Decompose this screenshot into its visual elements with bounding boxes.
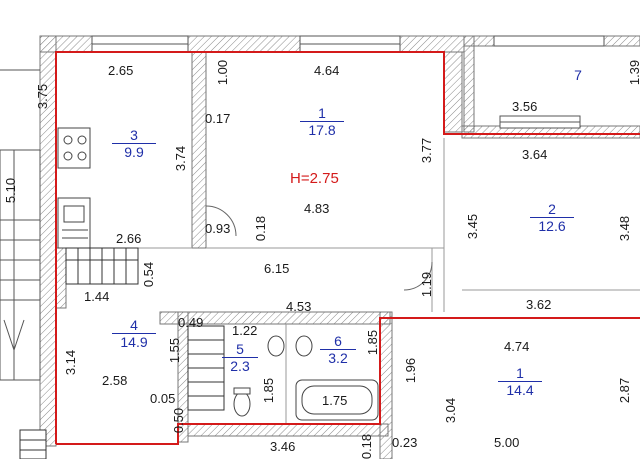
dim-label: 1.00 [215, 59, 231, 86]
room-number: 3 [130, 127, 138, 143]
kitchen-equipment [57, 127, 91, 249]
dim-label: 1.19 [419, 271, 435, 298]
room-label: 5 2.3 [222, 342, 258, 373]
dim-label: 3.04 [443, 397, 459, 424]
dim-label: 1.44 [84, 289, 110, 304]
dim-label: 2.66 [116, 231, 142, 246]
dim-label: 1.96 [403, 357, 419, 384]
dim-label: 4.53 [286, 299, 312, 314]
room-number: 2 [548, 201, 556, 217]
room-area: 14.9 [112, 332, 156, 350]
wall-balcony-left [463, 35, 475, 133]
dim-label: 1.85 [365, 329, 381, 356]
room-label: 7 [566, 68, 590, 83]
dim-label: 3.56 [512, 99, 538, 114]
room-number: 1 [516, 365, 524, 381]
dim-label: 1.39 [627, 59, 640, 86]
window-balcony-outer [493, 35, 605, 47]
dim-label: 3.48 [617, 215, 633, 242]
dim-label: 2.87 [617, 377, 633, 404]
dim-label: 3.64 [522, 147, 548, 162]
dim-label: 3.46 [270, 439, 296, 454]
room-label: 1 14.4 [498, 366, 542, 397]
ceiling-height-label: H=2.75 [290, 170, 339, 187]
dim-label: 0.23 [392, 435, 418, 450]
doors [205, 205, 433, 291]
dim-label: 0.05 [150, 391, 176, 406]
wall-bottom [187, 423, 389, 437]
bath-sink-1 [267, 335, 285, 357]
room-number: 1 [318, 105, 326, 121]
room-number: 4 [130, 317, 138, 333]
dim-label: 0.49 [178, 315, 204, 330]
room-label: 1 17.8 [300, 106, 344, 137]
apartment-outline-main [55, 51, 640, 444]
room-number: 6 [334, 333, 342, 349]
windows [91, 35, 605, 129]
dim-label: 5.10 [3, 177, 19, 204]
dim-label: 0.50 [171, 407, 187, 434]
dim-label: 0.54 [141, 261, 157, 288]
dim-label: 1.22 [232, 323, 258, 338]
dim-label: 0.18 [359, 433, 375, 459]
room-number: 7 [574, 67, 582, 83]
room-area: 14.4 [498, 380, 542, 398]
room-label: 3 9.9 [112, 128, 156, 159]
dim-label: 0.18 [253, 215, 269, 242]
bathroom-fixtures [233, 335, 379, 421]
dim-label: 5.00 [494, 435, 520, 450]
room-label: 4 14.9 [112, 318, 156, 349]
dim-label: 0.93 [205, 221, 231, 236]
dim-label: 2.58 [102, 373, 128, 388]
wall-right-lower [379, 311, 393, 459]
dim-label: 3.45 [465, 213, 481, 240]
room-area: 9.9 [112, 142, 156, 160]
dim-label: 1.85 [261, 377, 277, 404]
dim-label: 4.74 [504, 339, 530, 354]
dim-label: 4.83 [304, 201, 330, 216]
room-area: 12.6 [530, 216, 574, 234]
dim-label: 2.65 [108, 63, 134, 78]
toilet [233, 391, 251, 417]
dim-label: 4.64 [314, 63, 340, 78]
wall-right-upper [443, 51, 463, 133]
room-number: 5 [236, 341, 244, 357]
dim-label: 1.75 [322, 393, 348, 408]
dim-label: 3.14 [63, 349, 79, 376]
radiators [19, 247, 225, 459]
staircase [0, 69, 41, 381]
dim-label: 6.15 [264, 261, 290, 276]
dim-label: 3.74 [173, 145, 189, 172]
bath-sink-2 [295, 335, 313, 357]
dim-label: 0.17 [205, 111, 231, 126]
room-area: 3.2 [320, 348, 356, 366]
room-label: 6 3.2 [320, 334, 356, 365]
dim-label: 3.62 [526, 297, 552, 312]
dim-label: 3.75 [35, 83, 51, 110]
dim-label: 3.77 [419, 137, 435, 164]
stove [57, 127, 91, 169]
room-label: 2 12.6 [530, 202, 574, 233]
dim-label: 1.55 [167, 337, 183, 364]
wall-left-lower [55, 247, 67, 309]
wall-partition-1 [191, 51, 207, 249]
apartment-outline-bath [56, 317, 640, 445]
room-area: 17.8 [300, 120, 344, 138]
room-area: 2.3 [222, 356, 258, 374]
